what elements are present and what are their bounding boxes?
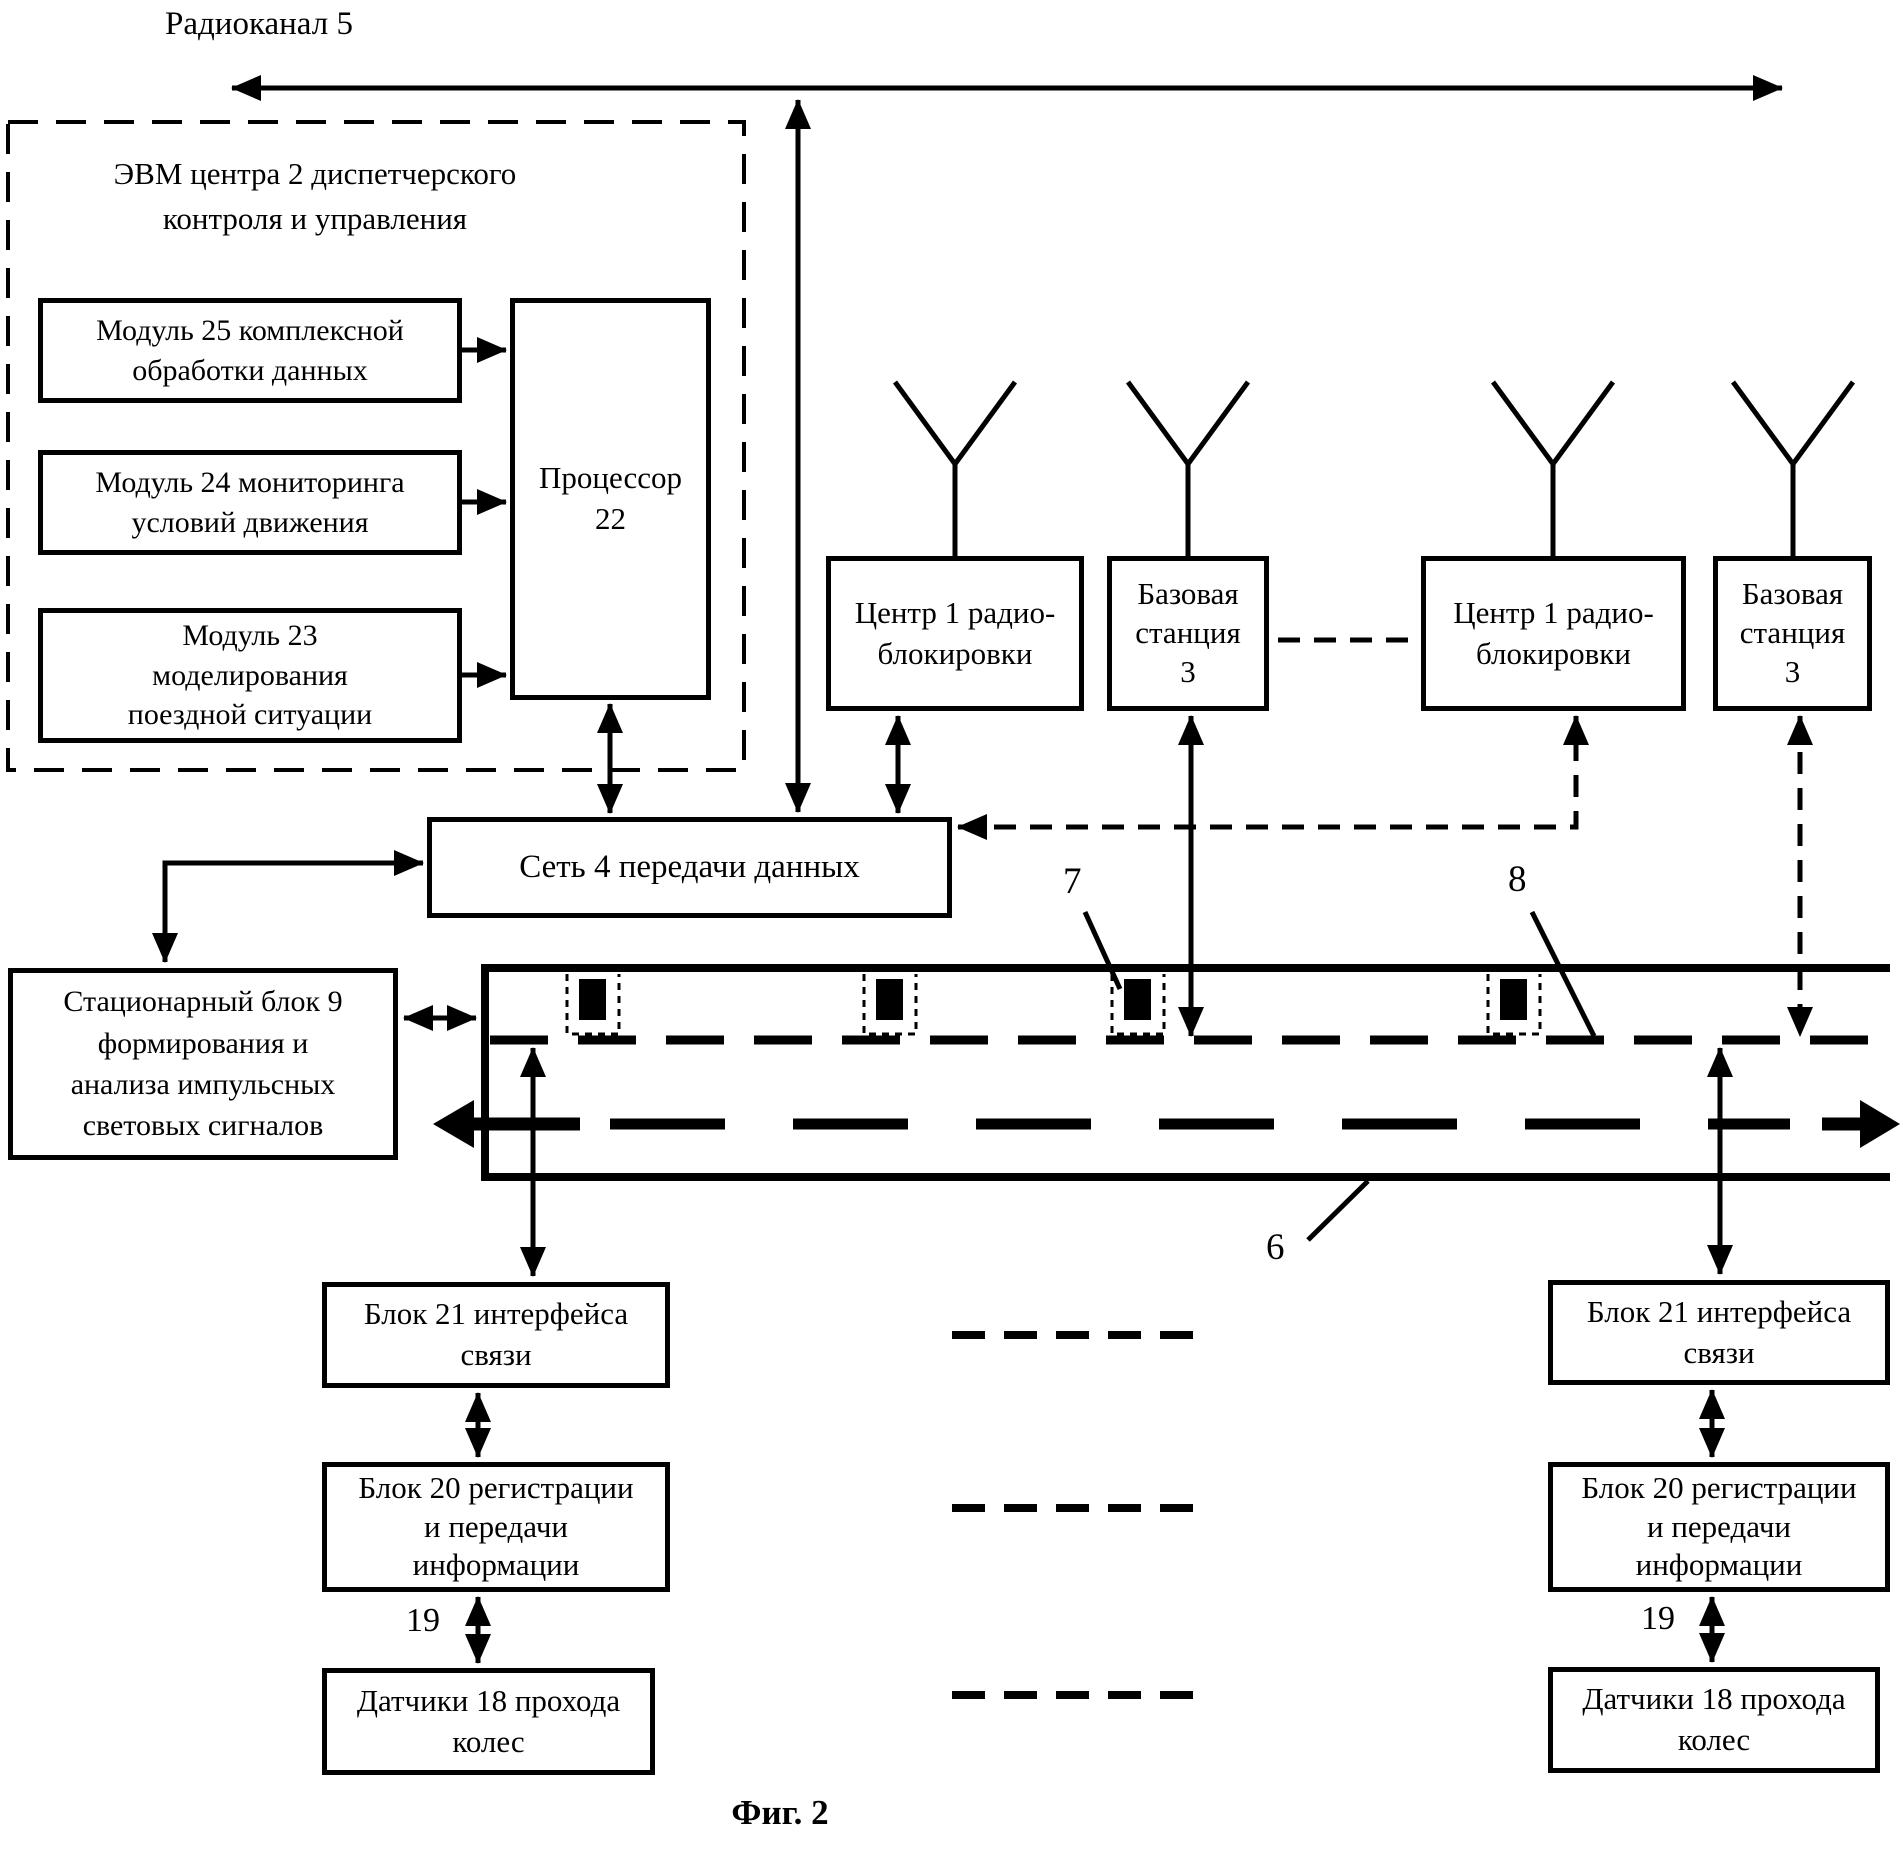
block21-line: Блок 21 интерфейса bbox=[1586, 1293, 1852, 1329]
ref-label-8: 8 bbox=[1508, 859, 1527, 900]
ref-label-7: 7 bbox=[1063, 861, 1082, 902]
sensors-right-box: Датчики 18 прохода колес bbox=[1548, 1667, 1880, 1773]
balise-icon bbox=[1124, 979, 1151, 1020]
radioblock-center-line: блокировки bbox=[1476, 635, 1631, 671]
ref-label-19-right: 19 bbox=[1641, 1600, 1675, 1637]
sensors-left-box: Датчики 18 прохода колес bbox=[322, 1668, 655, 1775]
network-box: Сеть 4 передачи данных bbox=[427, 817, 952, 918]
antenna-icon bbox=[892, 380, 1018, 556]
pointer-line-6 bbox=[1306, 1179, 1370, 1242]
module25-line: Модуль 25 комплексной bbox=[96, 313, 404, 347]
block21-line: связи bbox=[460, 1337, 532, 1372]
base-station-line: станция bbox=[1739, 615, 1846, 651]
travel-direction-right-arrowhead bbox=[1860, 1100, 1900, 1148]
radioblock-center-right-box: Центр 1 радио- блокировки bbox=[1421, 556, 1686, 711]
evm-dashed-enclosure bbox=[6, 120, 746, 772]
evm-title: ЭВМ центра 2 диспетчерского контроля и у… bbox=[55, 152, 575, 242]
block21-line: связи bbox=[1683, 1334, 1755, 1370]
evm-title-line: ЭВМ центра 2 диспетчерского bbox=[113, 156, 517, 191]
module23-line: поездной ситуации bbox=[127, 698, 373, 732]
radioblock-center-line: Центр 1 радио- bbox=[1453, 594, 1654, 630]
figure-caption: Фиг. 2 bbox=[731, 1793, 829, 1832]
block21-right-box: Блок 21 интерфейса связи bbox=[1548, 1280, 1890, 1385]
base-station-left-box: Базовая станция 3 bbox=[1107, 556, 1269, 711]
module25-line: обработки данных bbox=[132, 353, 368, 387]
sensors-line: колес bbox=[1677, 1722, 1751, 1757]
antenna-icon bbox=[1490, 380, 1616, 556]
pointer-line-7 bbox=[1082, 910, 1123, 991]
base-station-line: 3 bbox=[1180, 653, 1196, 689]
pointer-line-8 bbox=[1529, 910, 1597, 1038]
block20-line: информации bbox=[1635, 1547, 1803, 1583]
block20-right-box: Блок 20 регистрации и передачи информаци… bbox=[1548, 1462, 1890, 1592]
processor-line: 22 bbox=[595, 501, 626, 536]
block20-line: Блок 20 регистрации bbox=[358, 1469, 634, 1505]
antenna-icon bbox=[1730, 380, 1856, 556]
sensors-line: Датчики 18 прохода bbox=[356, 1682, 621, 1718]
module23-line: Модуль 23 bbox=[182, 619, 318, 653]
radioblock-center-line: Центр 1 радио- bbox=[854, 594, 1056, 630]
radioblock-center-left-box: Центр 1 радио- блокировки bbox=[826, 556, 1084, 711]
balise-icon bbox=[579, 979, 606, 1020]
antenna-icon bbox=[1125, 380, 1251, 556]
module24-line: условий движения bbox=[131, 505, 369, 539]
module23-line: моделирования bbox=[152, 658, 348, 692]
base-station-line: Базовая bbox=[1741, 576, 1844, 612]
radioblock-center-line: блокировки bbox=[877, 635, 1033, 671]
stationary-line: анализа импульсных bbox=[70, 1068, 336, 1101]
radio-channel-label: Радиоканал 5 bbox=[165, 6, 353, 42]
base-station-line: станция bbox=[1135, 615, 1241, 651]
block20-line: и передачи bbox=[1646, 1508, 1791, 1544]
sensors-line: Датчики 18 прохода bbox=[1582, 1681, 1846, 1717]
balise-group bbox=[565, 974, 1542, 1036]
stationary-box: Стационарный блок 9 формирования и анали… bbox=[8, 968, 398, 1160]
network-stationary-link bbox=[152, 850, 424, 963]
sensors-line: колес bbox=[452, 1723, 525, 1759]
processor-box: Процессор 22 bbox=[510, 298, 711, 700]
base-station-right-box: Базовая станция 3 bbox=[1713, 556, 1872, 711]
module23-box: Модуль 23 моделирования поездной ситуаци… bbox=[38, 608, 462, 743]
block20-left-box: Блок 20 регистрации и передачи информаци… bbox=[322, 1462, 670, 1592]
processor-line: Процессор bbox=[538, 460, 683, 496]
network-label: Сеть 4 передачи данных bbox=[519, 848, 860, 885]
block20-line: и передачи bbox=[423, 1508, 568, 1544]
balise-icon bbox=[1500, 979, 1527, 1020]
stationary-line: световых сигналов bbox=[82, 1109, 324, 1143]
base-station-line: 3 bbox=[1784, 653, 1801, 689]
module24-line: Модуль 24 мониторинга bbox=[95, 465, 405, 499]
module25-box: Модуль 25 комплексной обработки данных bbox=[38, 298, 462, 403]
base-station-line: Базовая bbox=[1137, 576, 1239, 612]
stationary-line: Стационарный блок 9 bbox=[63, 985, 343, 1019]
travel-direction-left-arrowhead bbox=[433, 1100, 474, 1148]
block20-line: информации bbox=[412, 1547, 580, 1583]
ref-label-19-left: 19 bbox=[406, 1602, 440, 1639]
balise-icon bbox=[876, 979, 903, 1020]
evm-title-line: контроля и управления bbox=[162, 200, 468, 236]
block20-line: Блок 20 регистрации bbox=[1581, 1469, 1857, 1505]
module24-box: Модуль 24 мониторинга условий движения bbox=[38, 450, 462, 555]
block21-left-box: Блок 21 интерфейса связи bbox=[322, 1282, 670, 1388]
ref-label-6: 6 bbox=[1266, 1227, 1285, 1268]
stationary-line: формирования и bbox=[97, 1026, 309, 1060]
network-right-center-dashed-link bbox=[957, 715, 1589, 840]
block21-line: Блок 21 интерфейса bbox=[363, 1296, 629, 1332]
